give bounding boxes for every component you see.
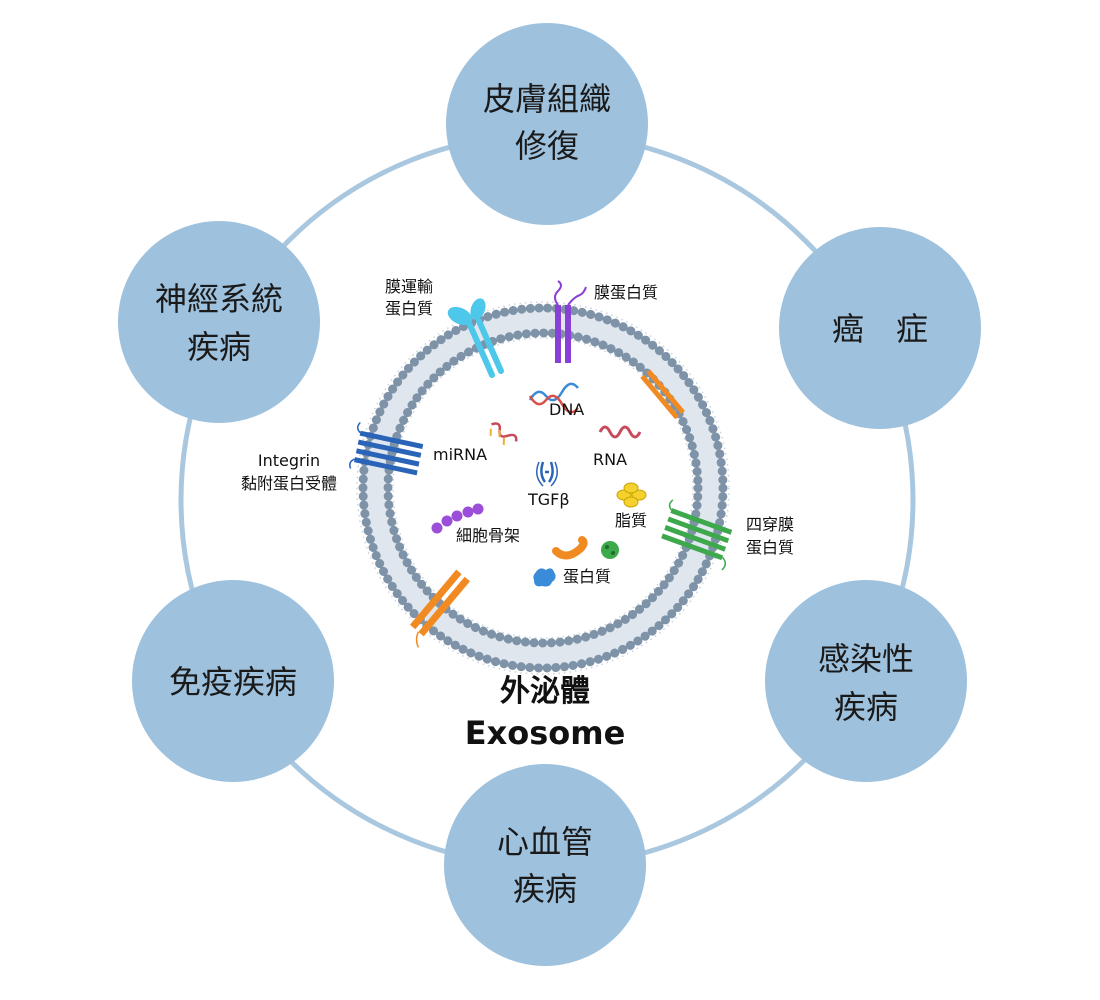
node-cardio-line2: 疾病 [513,870,577,908]
label-tetraspanin-1: 四穿膜 [746,515,794,534]
exosome-title-cn: 外泌體 [500,674,590,709]
dna-icon [528,382,579,414]
label-lipid: 脂質 [615,511,647,530]
node-neuro: 神經系統 疾病 [118,221,320,423]
label-tgfb: TGFβ [527,490,570,509]
tgfb-icon [536,461,558,487]
exosome-membrane [356,301,730,675]
node-skin-line1: 皮膚組織 [483,80,611,118]
exosome-title-en: Exosome [465,714,626,752]
label-protein: 蛋白質 [563,567,611,586]
node-immune: 免疫疾病 [132,580,334,782]
membrane-protein-icon [554,280,587,363]
membrane-inner-heads [383,328,703,648]
membrane-outer-heads [358,303,728,673]
node-infectious-line1: 感染性 [818,640,914,678]
protein-orange-icon [552,536,588,560]
label-mirna: miRNA [433,445,487,464]
node-skin-line2: 修復 [515,127,579,165]
node-infectious: 感染性 疾病 [765,580,967,782]
orange-channel-icon-top [640,369,685,420]
label-integrin-1: Integrin [258,451,320,470]
label-dna: DNA [549,400,584,419]
node-cardio-line1: 心血管 [497,823,593,861]
label-integrin-2: 黏附蛋白受體 [241,474,337,493]
node-cancer-line1: 癌 症 [832,310,928,348]
integrin-icon [349,421,424,476]
label-rna: RNA [593,450,627,469]
lipid-icon [616,482,647,508]
label-cytoskeleton: 細胞骨架 [456,526,520,545]
transport-protein-icon [447,298,504,378]
node-cardiovascular: 心血管 疾病 [444,764,646,966]
node-neuro-line1: 神經系統 [155,280,283,318]
node-neuro-line2: 疾病 [187,328,251,366]
tetraspanin-icon [661,499,733,571]
label-transport-protein-1: 膜運輸 [385,277,433,296]
protein-green-icon [601,541,619,559]
node-cancer: 癌 症 [779,227,981,429]
protein-blue-icon [533,568,556,587]
cytoskeleton-icon [431,503,484,534]
rna-icon [598,425,642,439]
mirna-icon [489,422,518,446]
node-immune-line1: 免疫疾病 [169,663,297,701]
node-skin-repair: 皮膚組織 修復 [446,23,648,225]
label-tetraspanin-2: 蛋白質 [746,538,794,557]
node-infectious-line2: 疾病 [834,688,898,726]
orange-channel-icon-bottom [409,569,471,648]
label-transport-protein-2: 蛋白質 [385,299,433,318]
label-membrane-protein: 膜蛋白質 [594,283,658,302]
